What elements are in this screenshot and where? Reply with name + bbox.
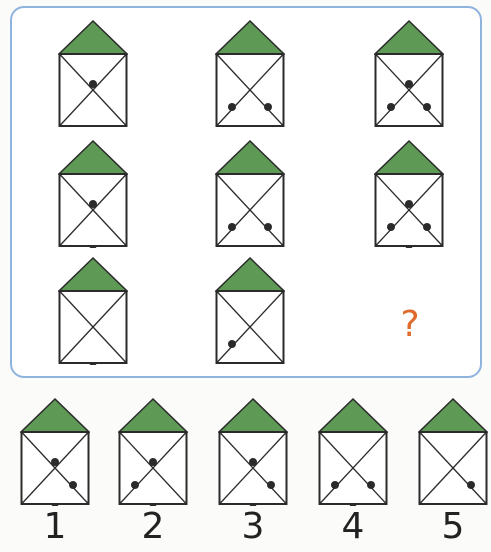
roof <box>319 399 387 432</box>
option-number-5: 5 <box>423 505 483 549</box>
grid-house-6 <box>374 140 444 248</box>
dot-right <box>264 223 272 231</box>
answer-option-4[interactable] <box>318 398 388 506</box>
grid-house-3 <box>374 20 444 128</box>
answer-option-5[interactable] <box>418 398 488 506</box>
roof <box>419 399 487 432</box>
dot-top <box>249 458 257 466</box>
grid-house-1 <box>58 20 128 128</box>
dot-left <box>387 223 395 231</box>
answer-option-3[interactable] <box>218 398 288 506</box>
dot-right <box>69 481 77 489</box>
roof <box>216 21 284 54</box>
roof <box>21 399 89 432</box>
roof <box>59 258 127 291</box>
dot-right <box>423 103 431 111</box>
dot-top <box>89 80 97 88</box>
grid-house-5 <box>215 140 285 248</box>
dot-left <box>131 481 139 489</box>
dot-top <box>405 200 413 208</box>
option-number-4: 4 <box>323 505 383 549</box>
answer-option-2[interactable] <box>118 398 188 506</box>
option-number-3: 3 <box>223 505 283 549</box>
dot-top <box>149 458 157 466</box>
dot-right <box>423 223 431 231</box>
grid-house-8 <box>215 257 285 365</box>
grid-house-2 <box>215 20 285 128</box>
option-number-2: 2 <box>123 505 183 549</box>
dot-top <box>405 80 413 88</box>
grid-house-4 <box>58 140 128 248</box>
dot-left <box>228 223 236 231</box>
dot-left <box>331 481 339 489</box>
roof <box>216 141 284 174</box>
dot-left <box>228 340 236 348</box>
dot-left <box>387 103 395 111</box>
dot-top <box>89 200 97 208</box>
answer-option-1[interactable] <box>20 398 90 506</box>
dot-top <box>51 458 59 466</box>
dot-right <box>367 481 375 489</box>
dot-right <box>264 103 272 111</box>
roof <box>375 21 443 54</box>
option-number-1: 1 <box>25 505 85 549</box>
roof <box>216 258 284 291</box>
roof <box>119 399 187 432</box>
missing-figure-question-mark: ? <box>380 303 440 347</box>
roof <box>59 141 127 174</box>
dot-left <box>228 103 236 111</box>
roof <box>375 141 443 174</box>
grid-house-7 <box>58 257 128 365</box>
dot-right <box>467 481 475 489</box>
dot-right <box>267 481 275 489</box>
roof <box>59 21 127 54</box>
roof <box>219 399 287 432</box>
